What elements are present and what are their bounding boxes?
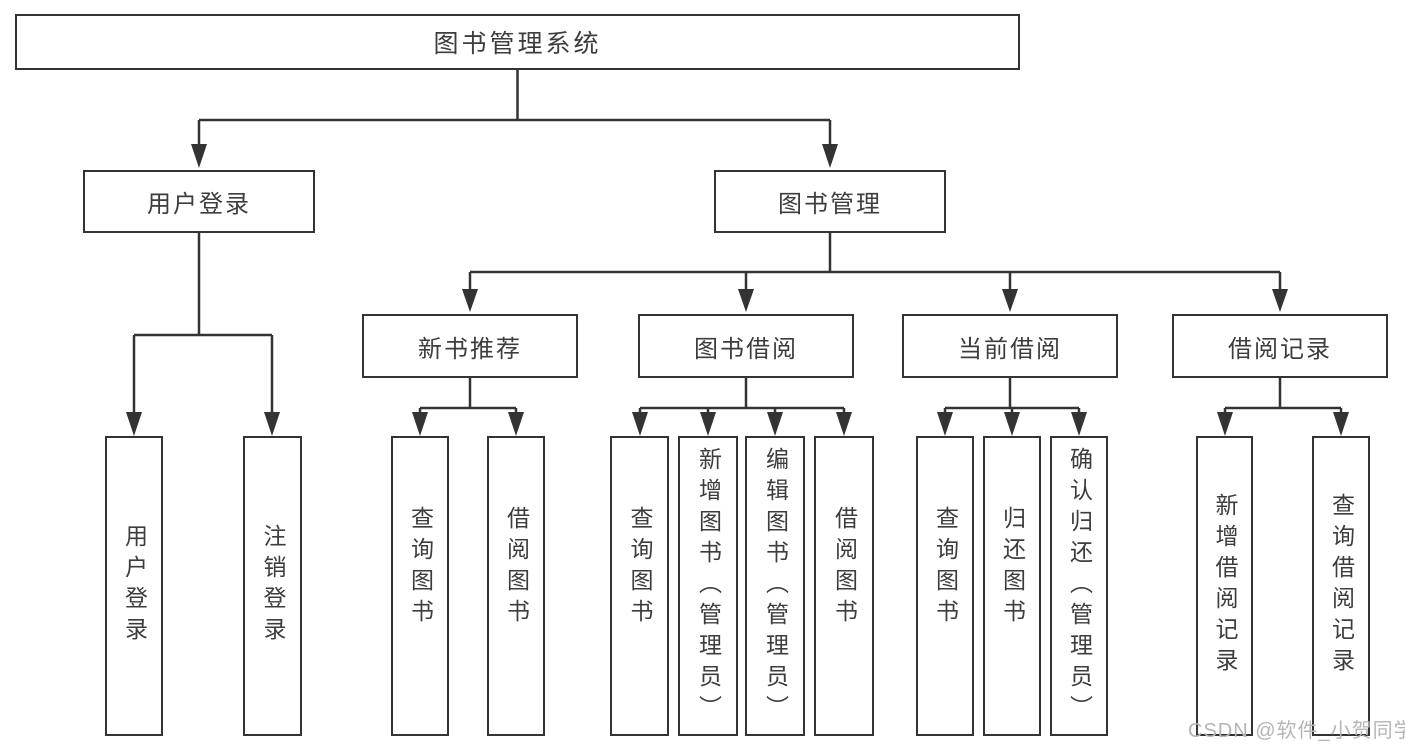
node-logout-label: 注销登录 — [260, 524, 286, 648]
node-borrowing-borrow-books: 借阅图书 — [814, 436, 874, 736]
node-book-borrowing-label: 图书借阅 — [694, 335, 798, 363]
node-confirm-return-admin: 确认归还（管理员） — [1050, 436, 1108, 736]
node-current-query-books-label: 查询图书 — [932, 506, 959, 630]
node-book-management-label: 图书管理 — [778, 191, 882, 218]
node-library-management-system: 图书管理系统 — [15, 14, 1020, 70]
node-borrowing-records-label: 借阅记录 — [1228, 335, 1332, 363]
node-return-books: 归还图书 — [983, 436, 1041, 736]
node-recommend-borrow-books: 借阅图书 — [487, 436, 545, 736]
node-new-book-recommendation-label: 新书推荐 — [418, 335, 522, 363]
node-borrowing-records: 借阅记录 — [1172, 314, 1388, 378]
node-new-book-recommendation: 新书推荐 — [362, 314, 578, 378]
node-borrowing-borrow-books-label: 借阅图书 — [831, 506, 858, 630]
node-return-books-label: 归还图书 — [999, 506, 1026, 630]
node-logout: 注销登录 — [243, 436, 302, 736]
node-current-query-books: 查询图书 — [916, 436, 974, 736]
node-borrowing-query-books-label: 查询图书 — [627, 506, 653, 630]
node-edit-books-admin-label: 编辑图书（管理员） — [762, 446, 789, 726]
node-book-management: 图书管理 — [714, 170, 946, 233]
watermark-text: CSDN @软件_小贺同学 — [1188, 720, 1405, 742]
node-user-login: 用户登录 — [83, 170, 315, 233]
node-current-borrowing-label: 当前借阅 — [958, 335, 1062, 363]
node-edit-books-admin: 编辑图书（管理员） — [745, 436, 805, 736]
arrowhead-icons — [126, 144, 1349, 436]
node-confirm-return-admin-label: 确认归还（管理员） — [1066, 446, 1093, 726]
node-recommend-query-books-label: 查询图书 — [407, 506, 434, 630]
node-recommend-borrow-books-label: 借阅图书 — [503, 506, 530, 630]
node-book-borrowing: 图书借阅 — [638, 314, 854, 378]
node-user-login-leaf: 用户登录 — [105, 436, 163, 736]
node-add-books-admin-label: 新增图书（管理员） — [695, 446, 722, 726]
node-query-borrowing-record-label: 查询借阅记录 — [1328, 493, 1355, 679]
node-add-books-admin: 新增图书（管理员） — [678, 436, 738, 736]
node-recommend-query-books: 查询图书 — [391, 436, 449, 736]
node-add-borrowing-record: 新增借阅记录 — [1196, 436, 1253, 736]
node-current-borrowing: 当前借阅 — [902, 314, 1118, 378]
node-user-login-label: 用户登录 — [147, 191, 251, 218]
node-borrowing-query-books: 查询图书 — [610, 436, 669, 736]
node-user-login-leaf-label: 用户登录 — [121, 524, 148, 648]
node-add-borrowing-record-label: 新增借阅记录 — [1212, 493, 1238, 679]
node-library-management-system-label: 图书管理系统 — [433, 30, 602, 58]
node-query-borrowing-record: 查询借阅记录 — [1312, 436, 1370, 736]
